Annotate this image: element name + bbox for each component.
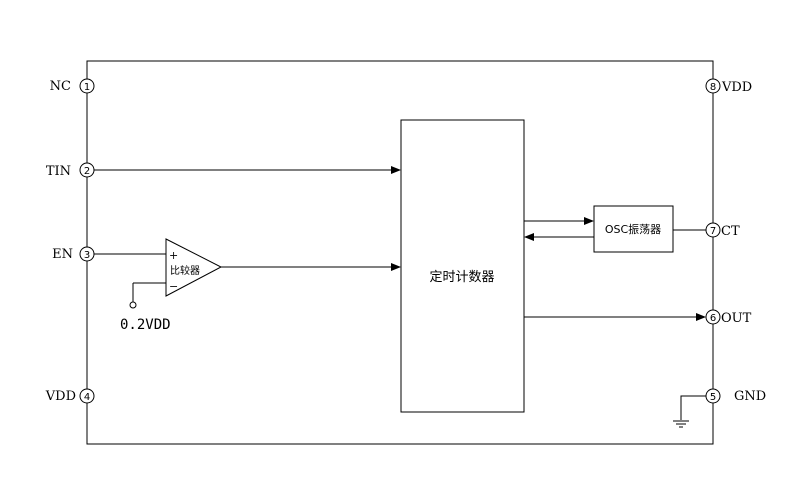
pin-1-number: 1: [84, 82, 90, 93]
pin-6-number: 6: [710, 313, 716, 324]
pin-7-label: CT: [721, 224, 740, 239]
pin-3: EN 3: [52, 246, 95, 262]
comparator-label: 比较器: [170, 264, 200, 277]
pin-6-label: OUT: [721, 311, 752, 326]
ref-terminal: [129, 301, 137, 309]
osc-to-timer-arrow: [524, 233, 534, 241]
gnd-wire: [680, 395, 706, 420]
pin-8: 8 VDD: [705, 78, 752, 95]
pin-5-number: 5: [710, 392, 716, 403]
pin-4-circle: [79, 388, 95, 404]
pin-5: 5 GND: [705, 388, 766, 404]
pin-8-number: 8: [710, 82, 716, 93]
osc-block: [593, 205, 674, 253]
pin-2-number: 2: [84, 166, 90, 177]
pin-2: TIN 2: [46, 162, 95, 179]
pin-2-label: TIN: [46, 164, 71, 179]
pin-1-circle: [79, 78, 95, 94]
pin-1: NC 1: [50, 78, 95, 94]
pin-7-number: 7: [710, 226, 716, 237]
comparator-out-arrow: [391, 263, 401, 271]
out-arrow: [696, 313, 706, 321]
reference-label: 0.2VDD: [120, 317, 171, 333]
pin-8-circle: [705, 78, 721, 94]
tin-arrow: [391, 166, 401, 174]
pin-5-label: GND: [734, 389, 766, 404]
osc-block-label: OSC振荡器: [605, 222, 661, 236]
timer-to-osc-arrow: [584, 217, 594, 225]
pin-1-label: NC: [50, 79, 71, 94]
pin-4-label: VDD: [45, 389, 76, 404]
pin-4-number: 4: [84, 392, 90, 403]
comparator-triangle: [165, 238, 223, 297]
pin-8-label: VDD: [721, 80, 752, 95]
pin-4: VDD 4: [45, 388, 95, 404]
pin-6: 6 OUT: [705, 309, 752, 326]
pin-3-label: EN: [52, 247, 73, 262]
pin-7: 7 CT: [705, 222, 740, 239]
pin-3-number: 3: [84, 250, 90, 261]
timer-block-label: 定时计数器: [429, 270, 494, 285]
comparator-minus: −: [169, 280, 178, 293]
comparator-plus: +: [169, 249, 178, 262]
ground-icon: [673, 420, 689, 428]
timer-block: [400, 119, 525, 413]
